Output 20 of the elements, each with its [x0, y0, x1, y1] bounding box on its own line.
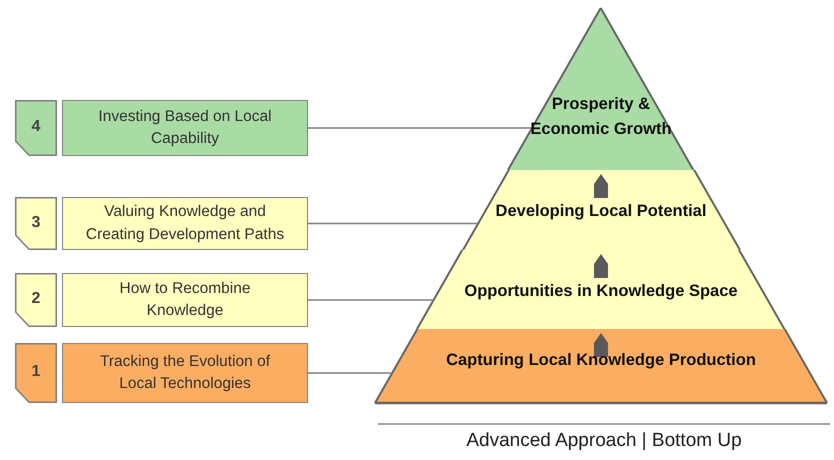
connector-line	[308, 299, 434, 301]
layer-title: Capturing Local Knowledge Production	[446, 351, 756, 370]
step-box: How to Recombine Knowledge	[62, 273, 308, 327]
layer-title: Developing Local Potential	[496, 202, 706, 221]
step-box: Valuing Knowledge and Creating Development Paths	[62, 197, 308, 250]
step-number: 4	[30, 118, 42, 136]
up-arrow	[594, 174, 608, 198]
step-number: 3	[30, 214, 42, 232]
step-number: 1	[30, 363, 42, 381]
layer-title: Opportunities in Knowledge Space	[464, 282, 738, 301]
up-arrow	[594, 333, 608, 357]
step-box: Tracking the Evolution of Local Technologies	[62, 343, 308, 403]
connector-line	[308, 222, 478, 224]
layer-title: Prosperity & Economic Growth	[529, 94, 673, 140]
step-number: 2	[30, 290, 42, 308]
footer-caption: Advanced Approach | Bottom Up	[465, 430, 743, 452]
step-box: Investing Based on Local Capability	[62, 100, 308, 156]
connector-line	[308, 127, 532, 129]
connector-line	[308, 372, 392, 374]
up-arrow	[594, 254, 608, 278]
